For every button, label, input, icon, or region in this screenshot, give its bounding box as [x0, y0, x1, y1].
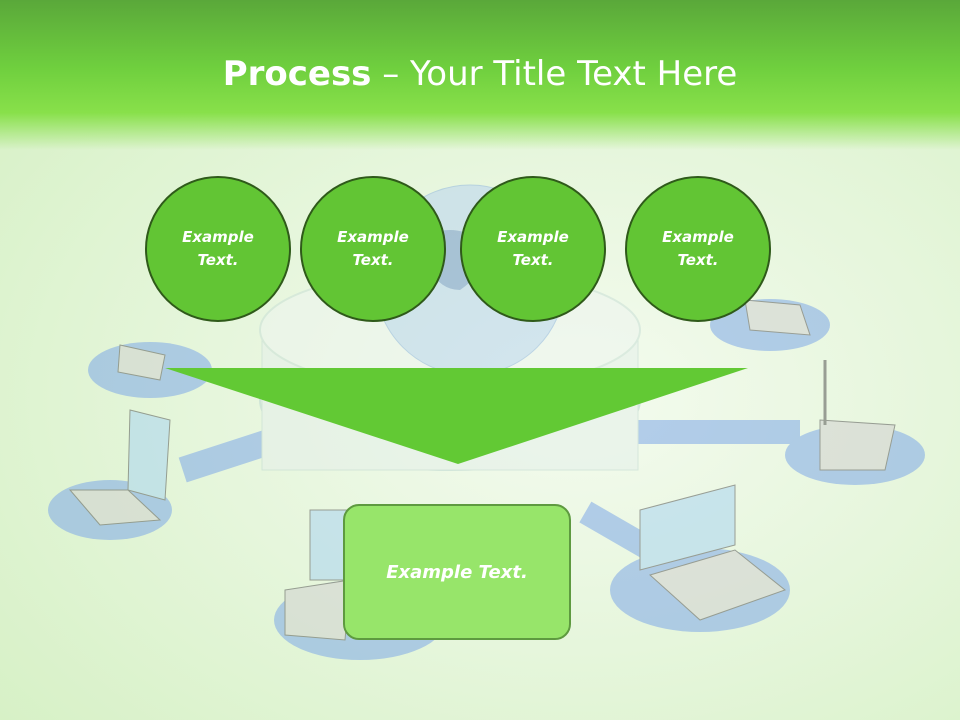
- step-circle-label: Example Text.: [662, 228, 734, 269]
- step-circle-label: Example Text.: [497, 228, 569, 269]
- step-circle-label: Example Text.: [337, 228, 409, 269]
- result-box-label: Example Text.: [386, 561, 528, 583]
- step-circle-4[interactable]: Example Text.: [625, 176, 771, 322]
- laptop-icon: [744, 299, 811, 336]
- laptop-icon: [68, 409, 171, 526]
- step-circle-1[interactable]: Example Text.: [145, 176, 291, 322]
- step-circle-2[interactable]: Example Text.: [300, 176, 446, 322]
- funnel-triangle: [165, 368, 748, 464]
- step-circle-label: Example Text.: [182, 228, 254, 269]
- laptop-icon: [284, 509, 351, 641]
- laptop-icon: [117, 344, 166, 381]
- title-rest-text: – Your Title Text Here: [371, 54, 738, 94]
- step-circle-3[interactable]: Example Text.: [460, 176, 606, 322]
- slide-title: Process – Your Title Text Here: [0, 52, 960, 96]
- laptop-icon: [819, 360, 896, 471]
- title-bold-text: Process: [222, 54, 372, 94]
- result-box[interactable]: Example Text.: [343, 504, 571, 640]
- laptop-icon: [639, 484, 787, 621]
- title-bar: [0, 0, 960, 150]
